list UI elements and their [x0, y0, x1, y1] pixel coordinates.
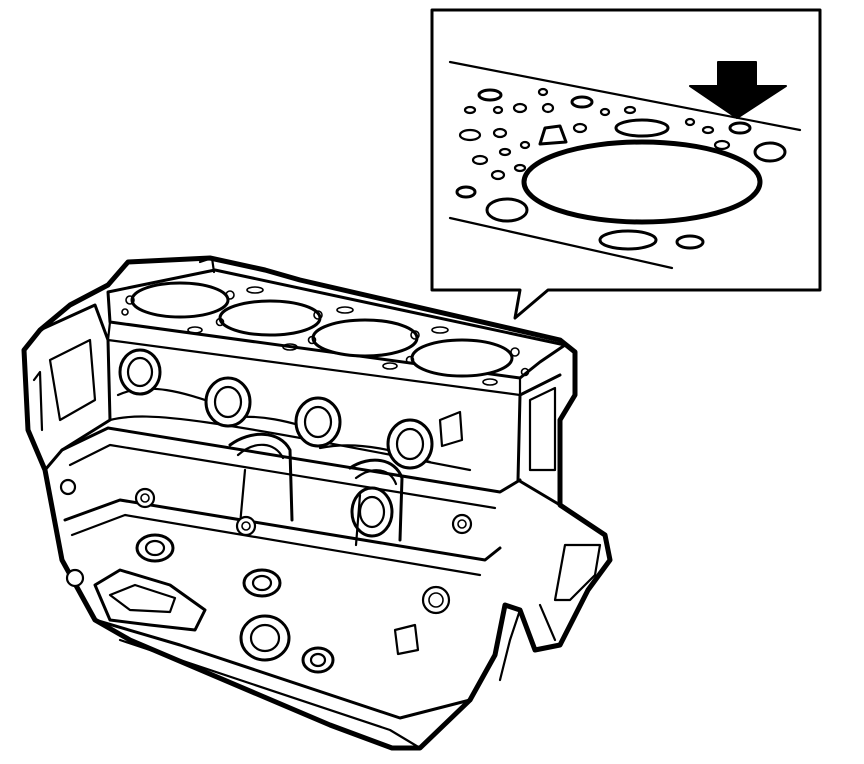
bolt-hole-2	[235, 515, 257, 537]
port-boss-2	[204, 376, 252, 428]
arrow-down-icon	[689, 61, 787, 119]
bearing-ribs	[228, 432, 404, 547]
side-bolt-holes	[59, 478, 473, 615]
mounting-flange	[93, 568, 207, 632]
lower-boss-1	[135, 533, 175, 563]
gasket-bore	[521, 139, 763, 225]
deck-front-edge	[106, 320, 522, 397]
bolt-hole-1	[134, 487, 156, 509]
upper-rail	[60, 426, 522, 494]
gasket-edge-top	[448, 60, 802, 132]
gasket-edge-bottom	[448, 216, 674, 270]
callout	[430, 8, 822, 320]
port-boss-4	[386, 418, 434, 470]
lower-boss-4	[301, 646, 335, 674]
gasket-holes	[455, 87, 787, 251]
bolt-hole-4	[421, 585, 451, 615]
block-end-face	[38, 303, 112, 472]
pan-rail	[93, 618, 472, 720]
cylinder-bore-1	[130, 281, 230, 319]
port-boss-5	[350, 486, 394, 538]
deck-holes	[121, 286, 530, 386]
port-boss-1	[118, 348, 162, 396]
port-bosses	[118, 348, 434, 538]
lower-rail	[63, 498, 502, 562]
engine-block	[21, 255, 613, 751]
lower-boss-3	[239, 614, 291, 662]
bolt-hole-5	[59, 478, 77, 496]
bolt-hole-6	[65, 568, 85, 588]
lower-boss-2	[242, 568, 282, 598]
cylinder-bores	[130, 281, 514, 378]
bolt-hole-3	[451, 513, 473, 535]
cylinder-bore-3	[311, 318, 419, 358]
cylinder-bore-2	[218, 299, 322, 337]
cylinder-bore-4	[410, 338, 514, 378]
port-boss-3	[294, 396, 342, 448]
right-end-pad	[516, 373, 562, 507]
lower-bosses	[135, 533, 335, 674]
